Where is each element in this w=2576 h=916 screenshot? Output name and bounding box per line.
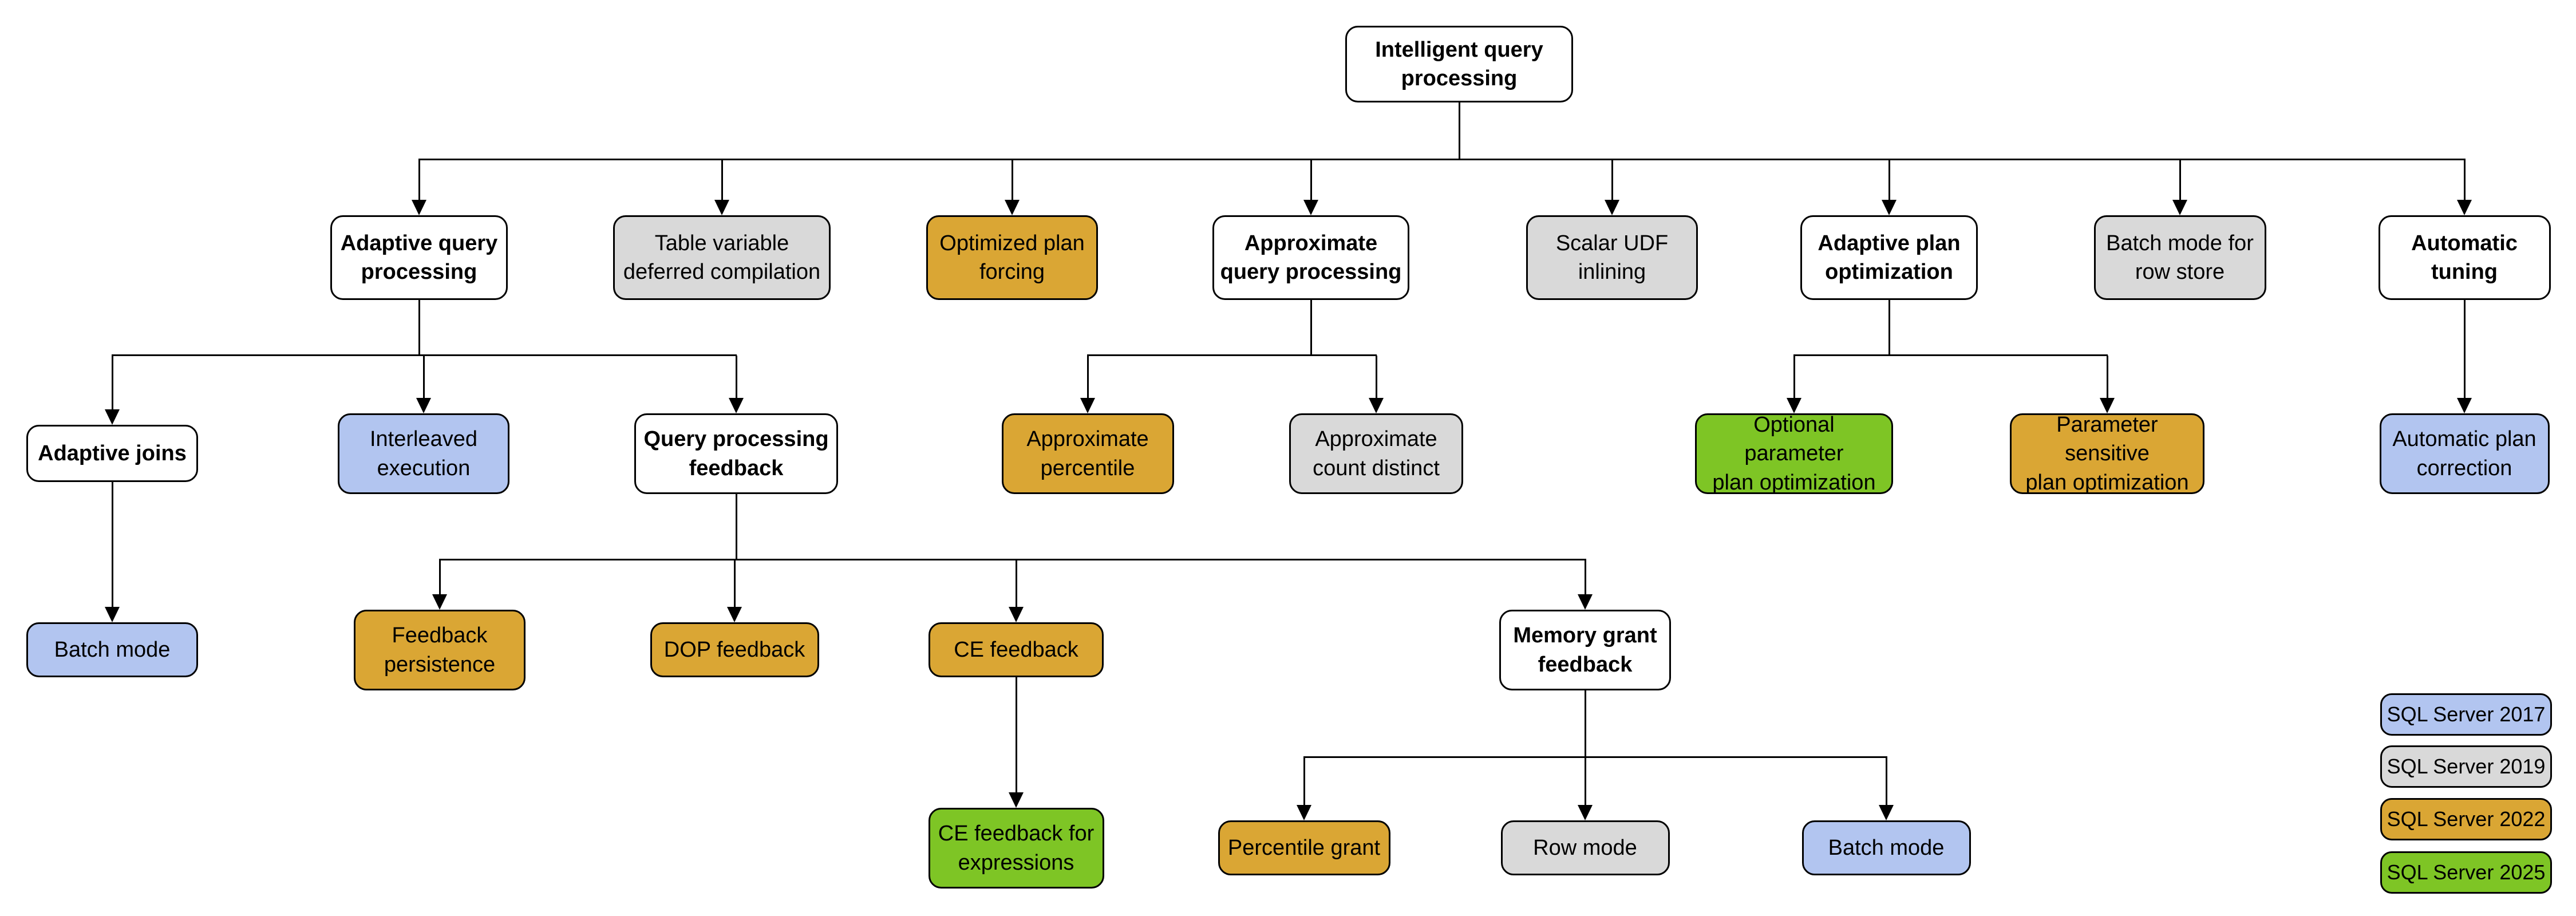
node-scalar-udf-inlining: Scalar UDF inlining	[1526, 215, 1698, 300]
connector-line	[736, 356, 737, 400]
connector-line	[721, 160, 723, 202]
arrowhead-icon	[412, 200, 426, 215]
connector-line	[439, 559, 1586, 560]
connector-line	[2464, 160, 2466, 202]
connector-line	[112, 354, 737, 356]
arrowhead-icon	[2172, 200, 2187, 215]
connector-line	[736, 493, 737, 560]
node-automatic-tuning: Automatic tuning	[2378, 215, 2551, 300]
node-table-variable-deferred-compilation: Table variable deferred compilation	[613, 215, 831, 300]
connector-line	[1310, 160, 1312, 202]
node-parameter-sensitive-plan-optimization: Parameter sensitive plan optimization	[2010, 413, 2204, 495]
connector-line	[112, 481, 113, 609]
arrowhead-icon	[1369, 398, 1384, 413]
node-intelligent-query-processing: Intelligent query processing	[1345, 26, 1573, 102]
connector-line	[2179, 160, 2181, 202]
connector-line	[1585, 757, 1586, 807]
arrowhead-icon	[1080, 398, 1095, 413]
legend-item-sql-server-2025: SQL Server 2025	[2380, 851, 2552, 894]
node-approximate-count-distinct: Approximate count distinct	[1289, 413, 1463, 494]
arrowhead-icon	[1882, 200, 1897, 215]
connector-line	[112, 356, 113, 411]
node-optimized-plan-forcing: Optimized plan forcing	[926, 215, 1098, 300]
connector-line	[439, 560, 441, 596]
connector-line	[1012, 160, 1013, 202]
legend-item-sql-server-2022: SQL Server 2022	[2380, 798, 2552, 840]
connector-line	[1303, 756, 1887, 758]
node-automatic-plan-correction: Automatic plan correction	[2379, 413, 2550, 494]
node-memory-grant-feedback: Memory grant feedback	[1499, 610, 1671, 690]
connector-line	[1585, 560, 1586, 596]
node-adaptive-query-processing: Adaptive query processing	[330, 215, 508, 300]
arrowhead-icon	[1578, 805, 1593, 820]
legend-item-sql-server-2019: SQL Server 2019	[2380, 745, 2552, 788]
arrowhead-icon	[105, 607, 120, 622]
connector-line	[2107, 356, 2108, 400]
connector-line	[1888, 160, 1890, 202]
arrowhead-icon	[1578, 594, 1593, 610]
arrowhead-icon	[1605, 200, 1619, 215]
connector-line	[1087, 354, 1377, 356]
connector-line	[1888, 299, 1890, 356]
arrowhead-icon	[2457, 398, 2472, 413]
node-percentile-grant: Percentile grant	[1218, 820, 1390, 875]
legend-item-sql-server-2017: SQL Server 2017	[2380, 693, 2552, 736]
connector-line	[1016, 560, 1017, 609]
connector-line	[1303, 757, 1305, 807]
node-row-mode: Row mode	[1500, 820, 1670, 875]
arrowhead-icon	[432, 594, 447, 610]
connector-line	[1459, 102, 1460, 160]
connector-line	[2464, 299, 2466, 400]
connector-line	[1310, 299, 1312, 356]
connector-line	[418, 299, 420, 356]
node-dop-feedback: DOP feedback	[650, 622, 819, 677]
node-ce-feedback-for-expressions: CE feedback for expressions	[928, 808, 1104, 889]
connector-line	[734, 560, 736, 609]
node-batch-mode-memory-grant: Batch mode	[1801, 820, 1971, 875]
node-approximate-percentile: Approximate percentile	[1001, 413, 1174, 494]
arrowhead-icon	[105, 409, 120, 425]
node-feedback-persistence: Feedback persistence	[354, 610, 526, 690]
arrowhead-icon	[1009, 607, 1024, 622]
arrowhead-icon	[1879, 805, 1894, 820]
connector-line	[1016, 677, 1017, 794]
arrowhead-icon	[2100, 398, 2115, 413]
node-approximate-query-processing: Approximate query processing	[1212, 215, 1409, 300]
arrowhead-icon	[714, 200, 729, 215]
connector-line	[423, 356, 425, 400]
node-interleaved-execution: Interleaved execution	[338, 413, 509, 494]
connector-line	[1611, 160, 1613, 202]
arrowhead-icon	[2457, 200, 2472, 215]
node-batch-mode-adaptive-joins: Batch mode	[26, 622, 198, 677]
node-ce-feedback: CE feedback	[929, 622, 1104, 677]
node-batch-mode-for-row-store: Batch mode for row store	[2093, 215, 2266, 300]
connector-line	[418, 159, 2466, 160]
connector-line	[1087, 356, 1089, 400]
arrowhead-icon	[729, 398, 744, 413]
arrowhead-icon	[727, 607, 742, 622]
node-adaptive-joins: Adaptive joins	[26, 425, 198, 482]
arrowhead-icon	[1009, 792, 1024, 808]
arrowhead-icon	[1303, 200, 1318, 215]
connector-line	[1585, 690, 1586, 758]
arrowhead-icon	[1005, 200, 1020, 215]
connector-line	[1886, 757, 1887, 807]
arrowhead-icon	[1787, 398, 1801, 413]
node-query-processing-feedback: Query processing feedback	[634, 413, 838, 494]
connector-line	[418, 160, 420, 202]
node-optional-parameter-plan-optimization: Optional parameter plan optimization	[1695, 413, 1893, 495]
connector-line	[1793, 356, 1795, 400]
connector-line	[1793, 354, 2108, 356]
arrowhead-icon	[1297, 805, 1311, 820]
node-adaptive-plan-optimization: Adaptive plan optimization	[1800, 215, 1978, 300]
arrowhead-icon	[416, 398, 431, 413]
connector-line	[1376, 356, 1377, 400]
